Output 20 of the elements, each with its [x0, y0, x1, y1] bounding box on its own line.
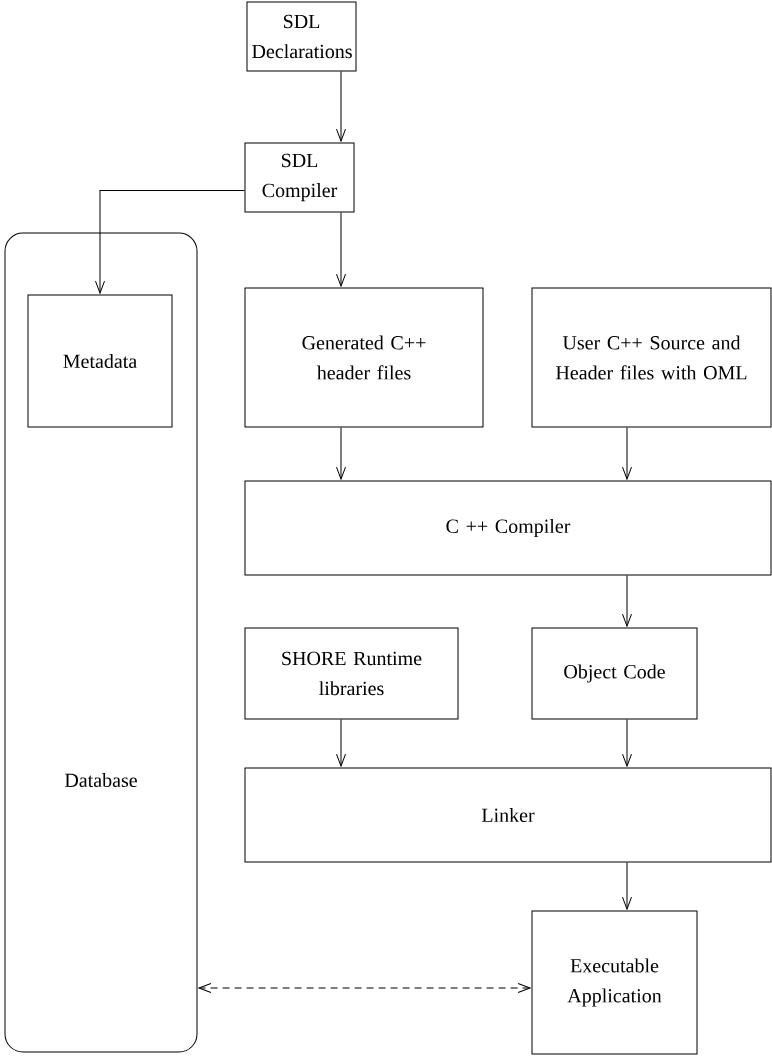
file-box: User C++ Source and Header files with OML — [531, 287, 772, 428]
data-box: Metadata — [27, 294, 173, 428]
arrow — [622, 427, 632, 480]
library-box: SHORE Runtime libraries — [244, 627, 459, 720]
arrow — [336, 427, 346, 480]
application-box: Executable Application — [531, 910, 698, 1055]
process-box: SDL Compiler — [244, 142, 355, 213]
arrow — [622, 575, 632, 627]
arrow — [336, 212, 346, 287]
file-box: Object Code — [531, 627, 698, 720]
arrow — [622, 862, 632, 910]
process-box: C ++ Compiler — [244, 480, 772, 576]
arrow — [95, 190, 245, 294]
arrow — [336, 719, 346, 767]
arrow — [198, 983, 531, 993]
arrow — [622, 719, 632, 767]
process-box: SDL Declarations — [246, 1, 357, 72]
process-box: Linker — [244, 767, 772, 863]
arrow — [336, 71, 346, 142]
file-box: Generated C++ header files — [244, 287, 484, 428]
